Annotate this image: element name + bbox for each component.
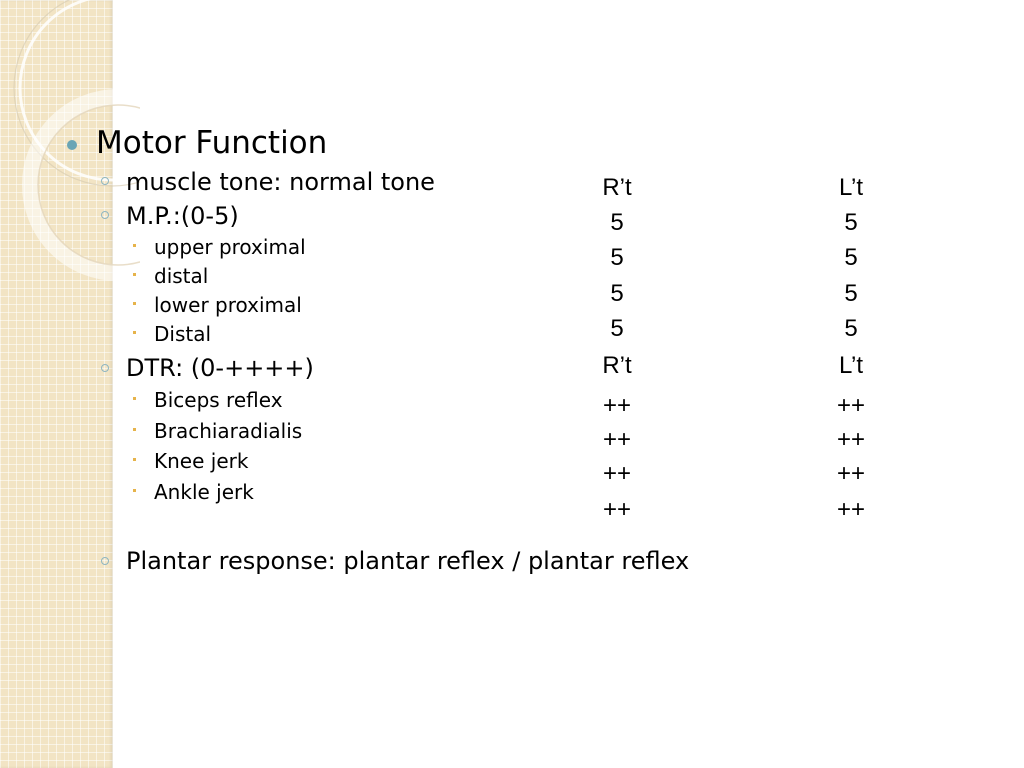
dtr-value-right: ++: [602, 460, 632, 487]
mp-label: M.P.:(0-5): [126, 202, 239, 230]
mp-item: Distal: [154, 322, 212, 346]
bullet-ring-icon: [101, 557, 109, 565]
bullet-square-icon: [133, 458, 136, 461]
mp-value-right: 5: [610, 315, 624, 342]
mp-item: lower proximal: [154, 293, 302, 317]
mp-value-left: 5: [844, 209, 858, 236]
mp-item: distal: [154, 264, 209, 288]
mp-value-right: 5: [610, 209, 624, 236]
bullet-square-icon: [133, 489, 136, 492]
mp-item: upper proximal: [154, 235, 306, 259]
bullet-dot-icon: [67, 140, 77, 150]
bullet-square-icon: [133, 302, 136, 305]
dtr-value-right: ++: [602, 426, 632, 453]
bullet-ring-icon: [101, 211, 109, 219]
dtr-item: Knee jerk: [154, 449, 249, 473]
bullet-square-icon: [133, 331, 136, 334]
mp-value-left: 5: [844, 280, 858, 307]
dtr-label: DTR: (0-++++): [126, 354, 314, 382]
mp-value-right: 5: [610, 244, 624, 271]
mp-header-right: R’t: [602, 174, 632, 201]
bullet-ring-icon: [101, 364, 109, 372]
dtr-value-right: ++: [602, 496, 632, 523]
dtr-value-right: ++: [602, 392, 632, 419]
plantar-response-text: Plantar response: plantar reflex / plant…: [126, 547, 690, 575]
dtr-item: Brachiaradialis: [154, 419, 303, 443]
bullet-square-icon: [133, 273, 136, 276]
mp-value-right: 5: [610, 280, 624, 307]
dtr-value-left: ++: [836, 496, 866, 523]
dtr-value-left: ++: [836, 426, 866, 453]
dtr-item: Biceps reflex: [154, 388, 283, 412]
decorative-arcs: [13, 0, 140, 281]
bullet-square-icon: [133, 397, 136, 400]
mp-header-left: L’t: [838, 174, 864, 201]
dtr-value-left: ++: [836, 392, 866, 419]
bullet-square-icon: [133, 428, 136, 431]
bullet-ring-icon: [101, 177, 109, 185]
muscle-tone-text: muscle tone: normal tone: [126, 168, 435, 196]
mp-value-left: 5: [844, 315, 858, 342]
dtr-header-left: L’t: [838, 352, 864, 379]
mp-value-left: 5: [844, 244, 858, 271]
slide-title: Motor Function: [96, 125, 328, 161]
bullet-square-icon: [133, 244, 136, 247]
dtr-header-right: R’t: [602, 352, 632, 379]
dtr-value-left: ++: [836, 460, 866, 487]
dtr-item: Ankle jerk: [154, 480, 254, 504]
